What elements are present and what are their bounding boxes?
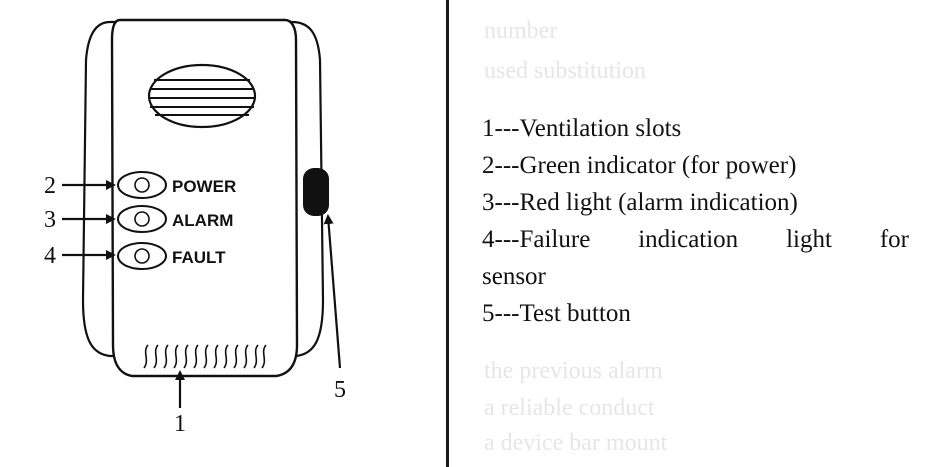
background-text: a reliable conduct xyxy=(484,395,655,421)
vertical-divider xyxy=(446,0,449,467)
legend: 1---Ventilation slots 2---Green indicato… xyxy=(482,110,909,332)
background-text: a device bar mount xyxy=(484,430,668,456)
fault-led xyxy=(117,242,167,270)
legend-item-3: 3---Red light (alarm indication) xyxy=(482,189,798,216)
ventilation-grille xyxy=(147,63,257,129)
callout-arrow-5 xyxy=(323,214,342,369)
callout-number-3: 3 xyxy=(44,207,56,233)
background-text: used substitution xyxy=(484,58,647,84)
alarm-led xyxy=(117,205,167,233)
fault-led-label: FAULT xyxy=(172,248,226,267)
power-led xyxy=(117,171,167,199)
detector-illustration: POWER ALARM FAULT 2 xyxy=(44,18,346,437)
bottom-vent-slots xyxy=(143,344,267,369)
legend-item-5: 5---Test button xyxy=(482,300,631,327)
alarm-led-label: ALARM xyxy=(172,211,233,230)
callout-number-4: 4 xyxy=(44,243,56,269)
legend-item-4: 4---Failure indication light for xyxy=(482,226,909,253)
legend-item-1: 1---Ventilation slots xyxy=(482,115,682,142)
legend-item-2: 2---Green indicator (for power) xyxy=(482,152,797,179)
legend-item-4-continued: sensor xyxy=(482,263,546,290)
callout-number-2: 2 xyxy=(44,173,56,199)
background-text: the previous alarm xyxy=(484,358,663,384)
test-button xyxy=(303,168,329,216)
callout-number-1: 1 xyxy=(174,411,186,437)
callout-number-5: 5 xyxy=(334,377,346,403)
background-text: number xyxy=(484,18,558,44)
power-led-label: POWER xyxy=(172,177,236,196)
